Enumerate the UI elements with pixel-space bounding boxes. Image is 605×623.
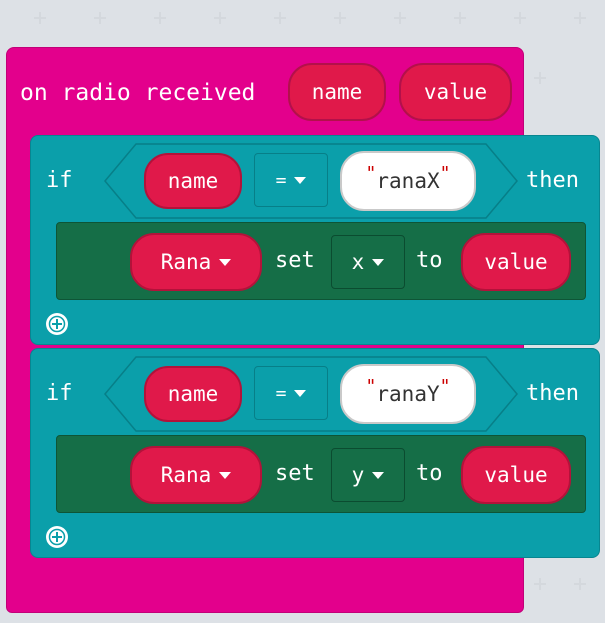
sprite-name: Rana (160, 250, 212, 274)
add-else-button[interactable] (46, 526, 68, 548)
name-variable[interactable]: name (144, 153, 242, 209)
property-name: x (351, 250, 365, 274)
then-label: then (526, 168, 579, 193)
operator-label: = (275, 169, 287, 191)
grid-mark (94, 12, 106, 24)
quote-open: " (365, 162, 377, 184)
to-label: to (416, 461, 443, 486)
set-label: set (275, 248, 315, 273)
grid-mark (34, 12, 46, 24)
quote-close: " (439, 162, 451, 184)
to-label: to (416, 248, 443, 273)
grid-mark (534, 72, 546, 84)
property-dropdown[interactable]: y (331, 448, 405, 502)
quote-close: " (439, 375, 451, 397)
plus-circle-icon (47, 527, 67, 547)
sprite-name: Rana (160, 463, 212, 487)
string-literal[interactable]: " ranaX " (340, 151, 476, 211)
chevron-down-icon (372, 471, 385, 479)
operator-dropdown[interactable]: = (254, 153, 328, 207)
grid-mark (454, 12, 466, 24)
then-label: then (526, 381, 579, 406)
value-variable[interactable]: value (461, 233, 571, 291)
add-else-button[interactable] (46, 313, 68, 335)
if-label: if (46, 168, 73, 193)
grid-mark (514, 12, 526, 24)
value-parameter[interactable]: value (399, 63, 512, 121)
set-label: set (275, 461, 315, 486)
if-label: if (46, 381, 73, 406)
grid-mark (534, 578, 546, 590)
string-value: ranaX (376, 169, 440, 193)
property-name: y (351, 463, 365, 487)
chevron-down-icon (294, 389, 307, 397)
grid-mark (334, 12, 346, 24)
operator-dropdown[interactable]: = (254, 366, 328, 420)
event-block-label: on radio received (20, 80, 256, 106)
grid-mark (154, 12, 166, 24)
grid-mark (574, 12, 586, 24)
operator-label: = (275, 382, 287, 404)
grid-mark (574, 578, 586, 590)
grid-mark (214, 12, 226, 24)
chevron-down-icon (219, 258, 232, 266)
chevron-down-icon (294, 176, 307, 184)
grid-mark (394, 12, 406, 24)
chevron-down-icon (219, 471, 232, 479)
name-variable[interactable]: name (144, 366, 242, 422)
string-literal[interactable]: " ranaY " (340, 364, 476, 424)
sprite-dropdown[interactable]: Rana (130, 446, 262, 504)
quote-open: " (365, 375, 377, 397)
plus-circle-icon (47, 314, 67, 334)
grid-mark (274, 12, 286, 24)
chevron-down-icon (372, 258, 385, 266)
property-dropdown[interactable]: x (331, 235, 405, 289)
value-variable[interactable]: value (461, 446, 571, 504)
sprite-dropdown[interactable]: Rana (130, 233, 262, 291)
name-parameter[interactable]: name (288, 63, 386, 121)
string-value: ranaY (376, 382, 440, 406)
